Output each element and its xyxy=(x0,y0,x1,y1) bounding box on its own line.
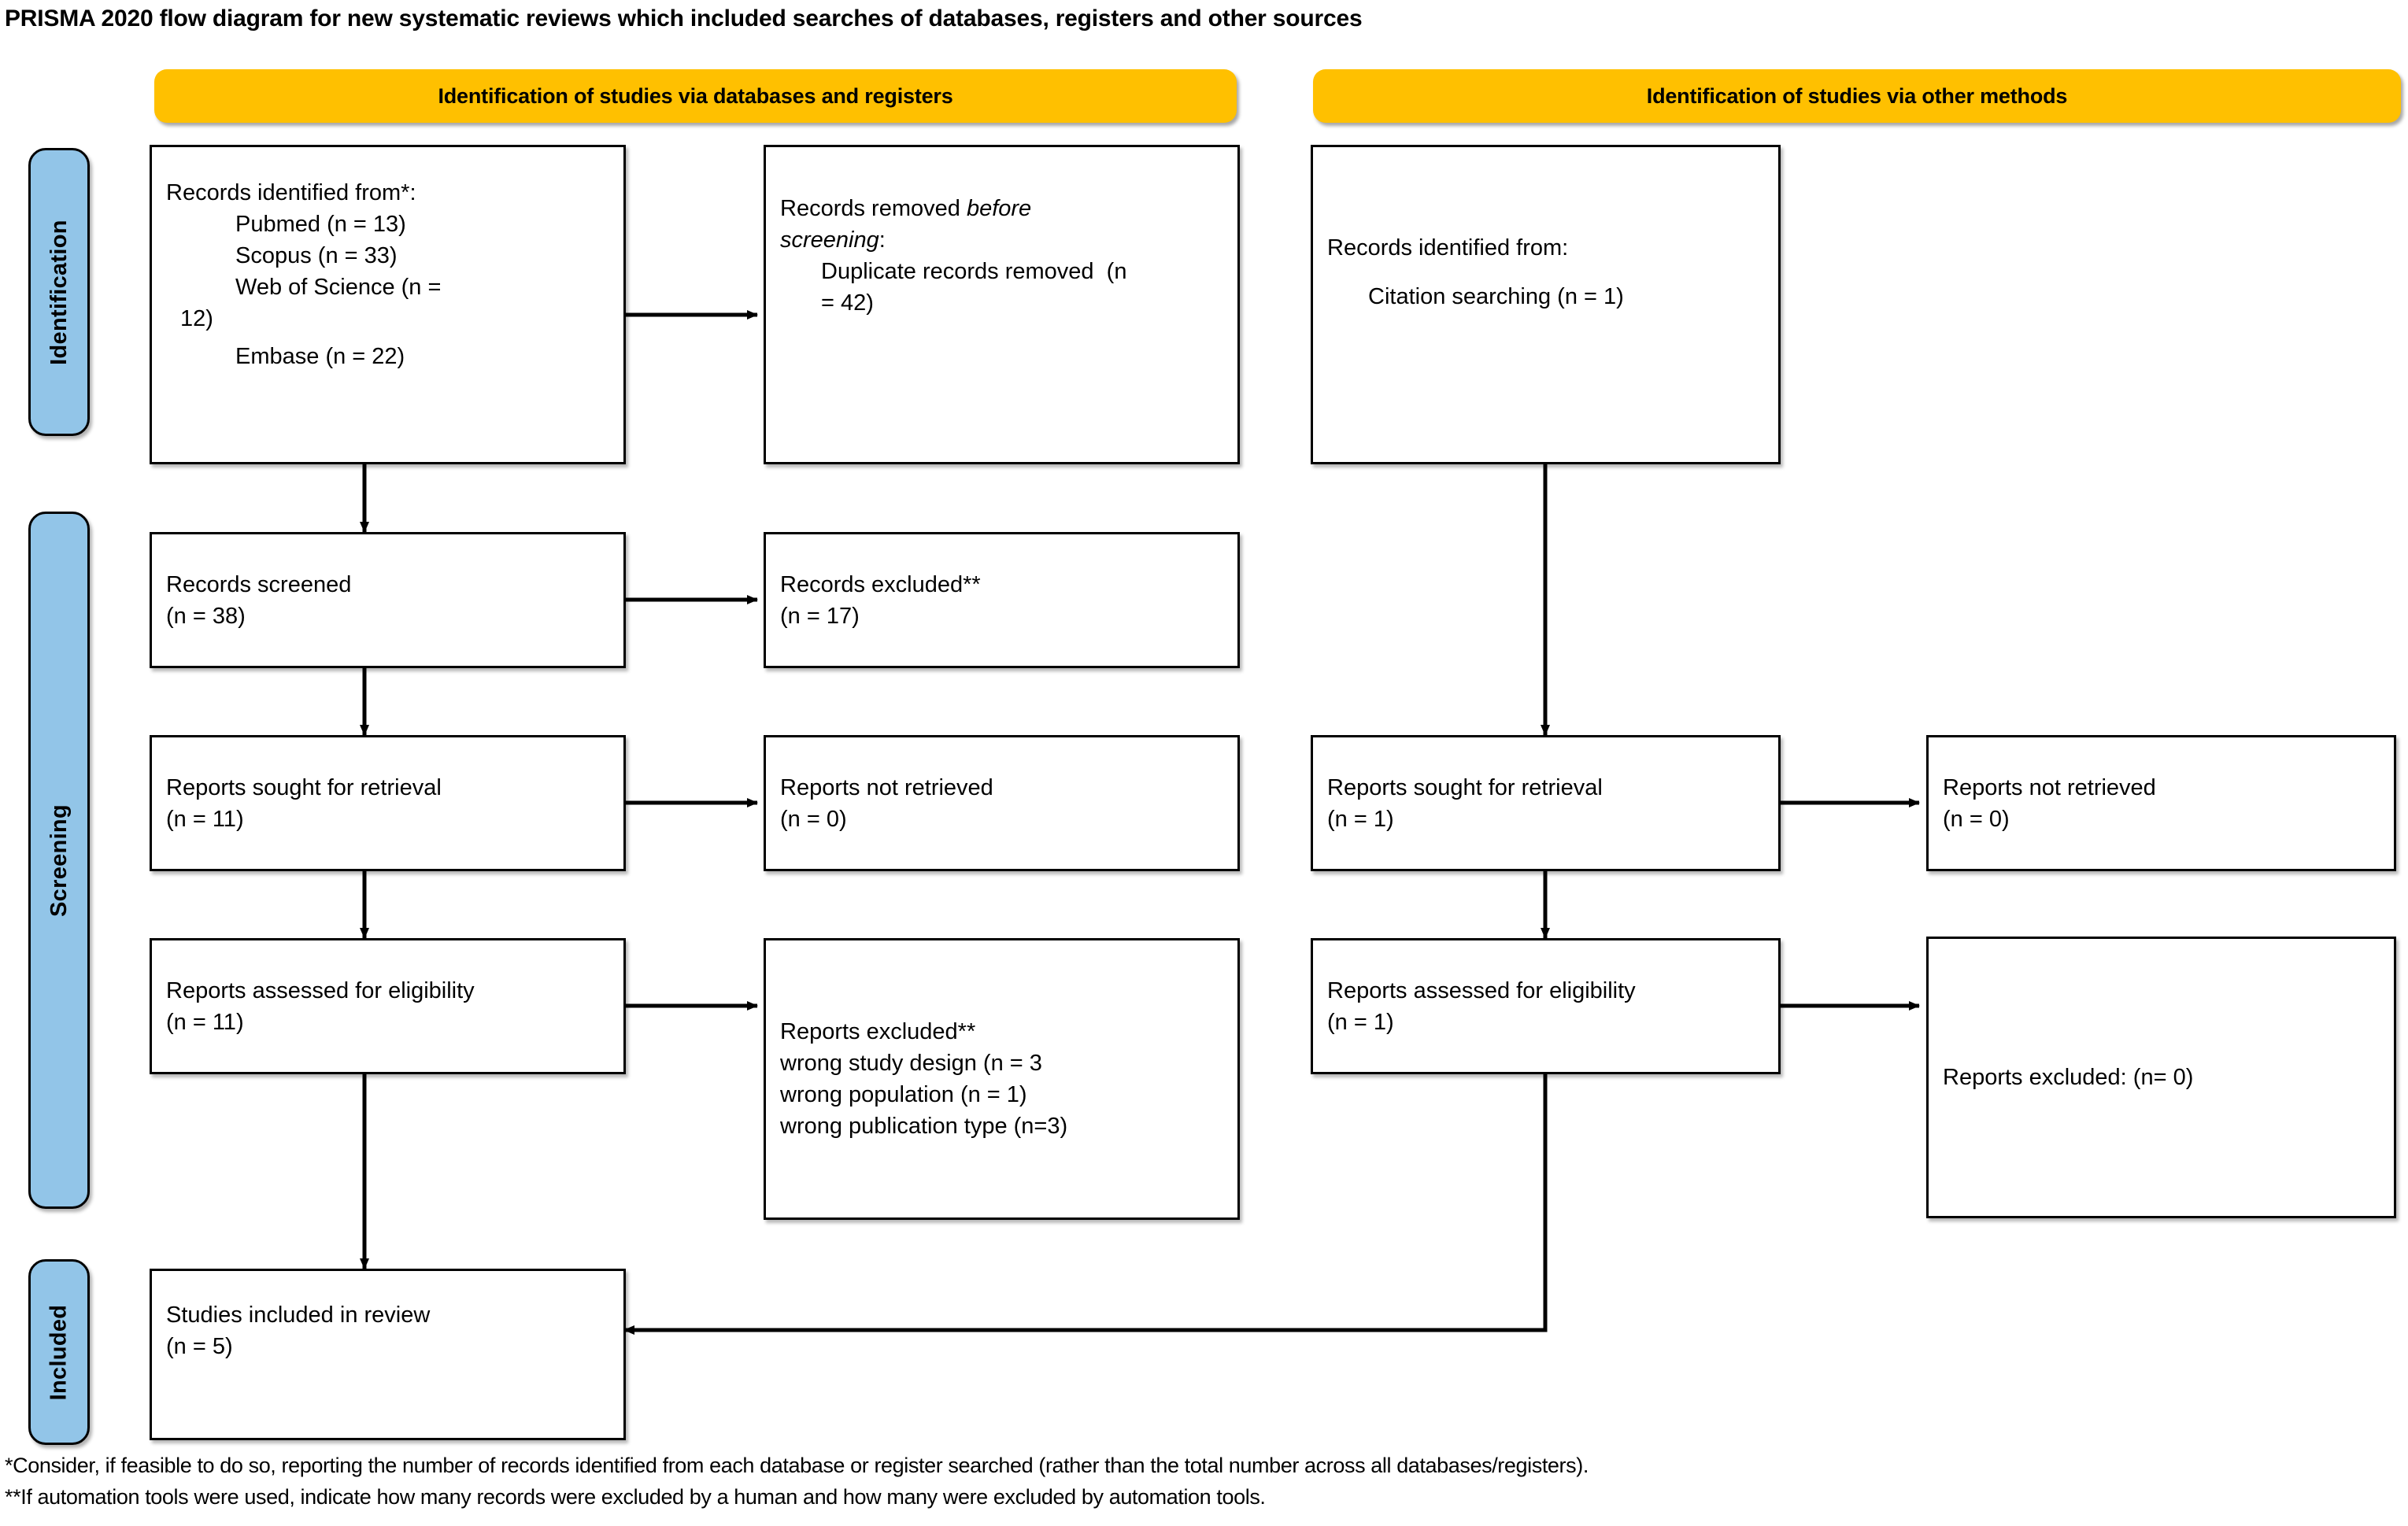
stage-label-identification: Identification xyxy=(28,148,90,436)
box-reports-sought-left: Reports sought for retrieval (n = 11) xyxy=(150,735,626,871)
records-identified-other-source: Citation searching (n = 1) xyxy=(1368,284,1624,309)
stage-label-screening: Screening xyxy=(28,512,90,1209)
reports-excluded-right-label: Reports excluded: (n= 0) xyxy=(1943,1065,2194,1090)
stage-label-included: Included xyxy=(28,1259,90,1445)
records-removed-duplicate: Duplicate records removed (n xyxy=(821,259,1127,284)
records-identified-other-heading: Records identified from: xyxy=(1327,235,1569,260)
records-excluded-count: (n = 17) xyxy=(780,603,860,629)
studies-included-label: Studies included in review xyxy=(166,1302,431,1328)
records-removed-heading-pre: Records removed xyxy=(780,196,967,221)
box-reports-not-retrieved-right: Reports not retrieved (n = 0) xyxy=(1926,735,2396,871)
box-reports-sought-right: Reports sought for retrieval (n = 1) xyxy=(1311,735,1781,871)
box-records-removed-before-screening: Records removed before screening: Duplic… xyxy=(764,145,1240,464)
records-identified-source: Web of Science (n = xyxy=(235,275,442,300)
records-screened-count: (n = 38) xyxy=(166,603,246,629)
records-identified-source: Embase (n = 22) xyxy=(235,344,405,369)
reports-excluded-left-reason: wrong population (n = 1) xyxy=(780,1082,1027,1107)
reports-not-retrieved-left-count: (n = 0) xyxy=(780,806,847,832)
reports-assessed-left-label: Reports assessed for eligibility xyxy=(166,977,475,1003)
reports-excluded-left-heading: Reports excluded** xyxy=(780,1019,976,1044)
box-reports-not-retrieved-left: Reports not retrieved (n = 0) xyxy=(764,735,1240,871)
records-excluded-label: Records excluded** xyxy=(780,571,981,597)
records-identified-source: Scopus (n = 33) xyxy=(235,243,398,268)
reports-assessed-right-count: (n = 1) xyxy=(1327,1009,1394,1035)
box-records-screened: Records screened (n = 38) xyxy=(150,532,626,668)
reports-not-retrieved-right-count: (n = 0) xyxy=(1943,806,2010,832)
banner-databases-label: Identification of studies via databases … xyxy=(438,83,953,108)
reports-assessed-right-label: Reports assessed for eligibility xyxy=(1327,977,1636,1003)
footnotes: *Consider, if feasible to do so, reporti… xyxy=(5,1450,2398,1513)
box-reports-excluded-right: Reports excluded: (n= 0) xyxy=(1926,937,2396,1218)
reports-sought-right-count: (n = 1) xyxy=(1327,806,1394,832)
reports-sought-left-label: Reports sought for retrieval xyxy=(166,774,442,800)
records-removed-heading: Records removed before xyxy=(780,193,1223,224)
records-identified-source: Pubmed (n = 13) xyxy=(235,212,406,237)
footnote-single-asterisk: *Consider, if feasible to do so, reporti… xyxy=(5,1454,1589,1477)
banner-other-label: Identification of studies via other meth… xyxy=(1646,83,2068,108)
box-reports-excluded-left: Reports excluded** wrong study design (n… xyxy=(764,938,1240,1220)
box-records-excluded: Records excluded** (n = 17) xyxy=(764,532,1240,668)
stage-screening-text: Screening xyxy=(46,804,72,917)
reports-excluded-left-reason: wrong study design (n = 3 xyxy=(780,1051,1042,1076)
box-studies-included: Studies included in review (n = 5) xyxy=(150,1269,626,1440)
records-screened-label: Records screened xyxy=(166,571,352,597)
records-removed-duplicate-count: = 42) xyxy=(821,290,874,316)
stage-identification-text: Identification xyxy=(46,219,72,365)
reports-not-retrieved-right-label: Reports not retrieved xyxy=(1943,774,2156,800)
records-identified-heading: Records identified from*: xyxy=(166,180,416,205)
reports-sought-right-label: Reports sought for retrieval xyxy=(1327,774,1603,800)
page-title: PRISMA 2020 flow diagram for new systema… xyxy=(5,6,1363,31)
banner-other-methods: Identification of studies via other meth… xyxy=(1313,69,2401,123)
records-removed-colon: : xyxy=(878,227,886,253)
box-reports-assessed-right: Reports assessed for eligibility (n = 1) xyxy=(1311,938,1781,1074)
box-records-identified: Records identified from*: Pubmed (n = 13… xyxy=(150,145,626,464)
reports-not-retrieved-left-label: Reports not retrieved xyxy=(780,774,993,800)
records-removed-screening-em: screening xyxy=(780,227,879,253)
stage-included-text: Included xyxy=(46,1304,72,1400)
reports-sought-left-count: (n = 11) xyxy=(166,806,244,832)
reports-assessed-left-count: (n = 11) xyxy=(166,1009,244,1035)
records-identified-source-wrap: 12) xyxy=(180,306,213,331)
records-removed-heading-em: before xyxy=(966,196,1032,221)
records-removed-heading-line2: screening: xyxy=(780,224,1223,256)
box-records-identified-other: Records identified from: Citation search… xyxy=(1311,145,1781,464)
box-reports-assessed-left: Reports assessed for eligibility (n = 11… xyxy=(150,938,626,1074)
banner-databases-and-registers: Identification of studies via databases … xyxy=(154,69,1237,123)
studies-included-count: (n = 5) xyxy=(166,1334,233,1359)
footnote-double-asterisk: **If automation tools were used, indicat… xyxy=(5,1485,1266,1509)
reports-excluded-left-reason: wrong publication type (n=3) xyxy=(780,1114,1068,1139)
